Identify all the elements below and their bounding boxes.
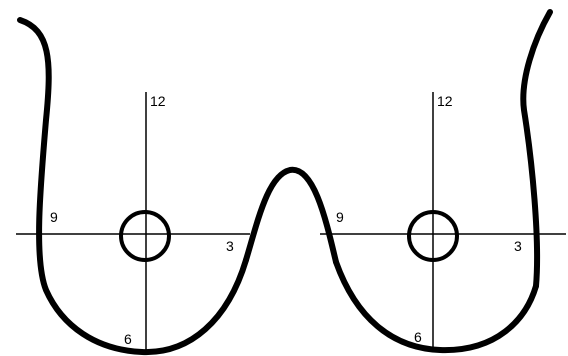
right-nipple-circle: [407, 210, 459, 262]
left-nipple-circle: [119, 210, 171, 262]
left-label-3: 3: [226, 238, 234, 254]
left-label-12: 12: [150, 93, 166, 109]
left-label-6: 6: [124, 331, 132, 347]
right-label-6: 6: [414, 329, 422, 345]
left-side-contour: [17, 17, 249, 356]
left-breast-clock: [16, 92, 250, 352]
left-label-9: 9: [50, 209, 58, 225]
right-label-3: 3: [514, 238, 522, 254]
right-breast-contour: [333, 259, 539, 354]
right-label-9: 9: [336, 209, 344, 225]
cleavage-contour: [243, 166, 339, 265]
right-side-contour: [520, 9, 553, 289]
right-breast-clock: [320, 92, 566, 350]
torso-outline: [17, 9, 553, 356]
right-label-12: 12: [437, 93, 453, 109]
